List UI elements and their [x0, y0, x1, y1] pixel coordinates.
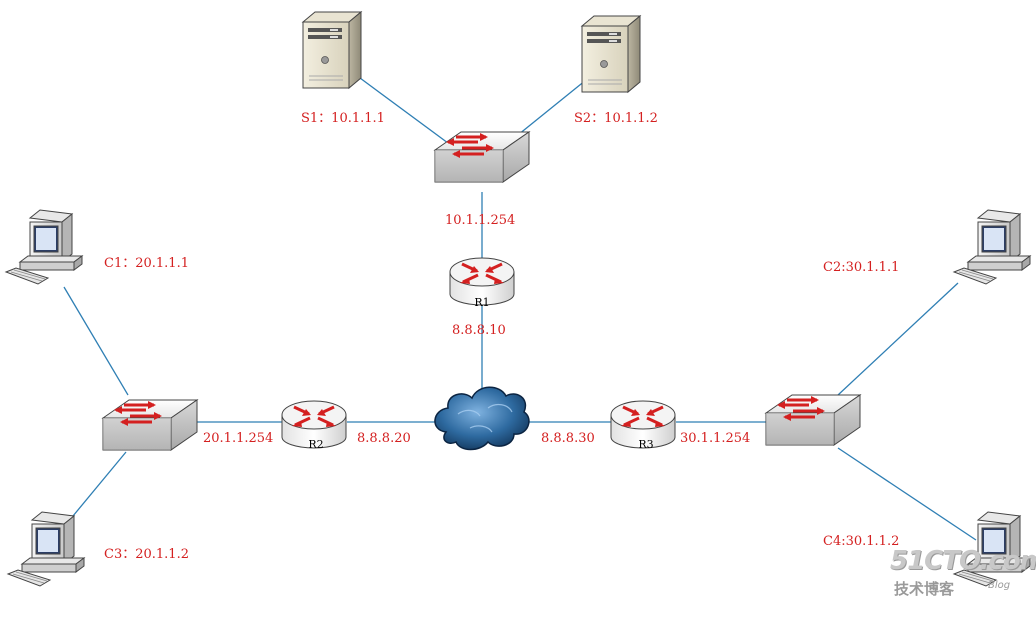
label-s2: S2：10.1.1.2 [574, 111, 658, 126]
watermark-text: 技术博客 [894, 580, 955, 598]
label-switch-right: 30.1.1.254 [680, 431, 751, 446]
label-switch-top: 10.1.1.254 [445, 213, 516, 228]
watermark-blog: Blog [988, 580, 1011, 591]
switch-left-icon [101, 398, 199, 452]
link-switch-right-c4 [837, 447, 977, 541]
pc-c3-icon [7, 511, 85, 587]
label-switch-left: 20.1.1.254 [203, 431, 274, 446]
router-r2-name: R2 [308, 438, 323, 451]
label-c2: C2:30.1.1.1 [823, 260, 900, 275]
label-s1: S1：10.1.1.1 [301, 111, 385, 126]
pc-c2-icon [953, 209, 1031, 285]
label-c3: C3：20.1.1.2 [104, 547, 189, 562]
server-s1-icon [302, 11, 362, 89]
label-r2: 8.8.8.20 [357, 431, 411, 446]
label-c4: C4:30.1.1.2 [823, 534, 900, 549]
label-r3: 8.8.8.30 [541, 431, 595, 446]
label-r1: 8.8.8.10 [452, 323, 506, 338]
switch-right-icon [764, 393, 862, 447]
router-r1-name: R1 [474, 296, 489, 309]
internet-cloud-icon [434, 386, 530, 451]
switch-top-icon [433, 130, 531, 184]
link-switch-right-c2 [837, 282, 959, 396]
pc-c1-icon [5, 209, 83, 285]
link-c3-switch-left [67, 451, 127, 523]
label-c1: C1：20.1.1.1 [104, 256, 189, 271]
router-r3-name: R3 [638, 438, 653, 451]
watermark-logo: 51CTO.com 技术博客 Blog [890, 546, 1036, 606]
watermark-site: 51CTO.com [890, 546, 1036, 576]
link-s1-switch-top [359, 77, 453, 147]
server-s2-icon [581, 15, 641, 93]
link-c1-switch-left [63, 286, 129, 396]
